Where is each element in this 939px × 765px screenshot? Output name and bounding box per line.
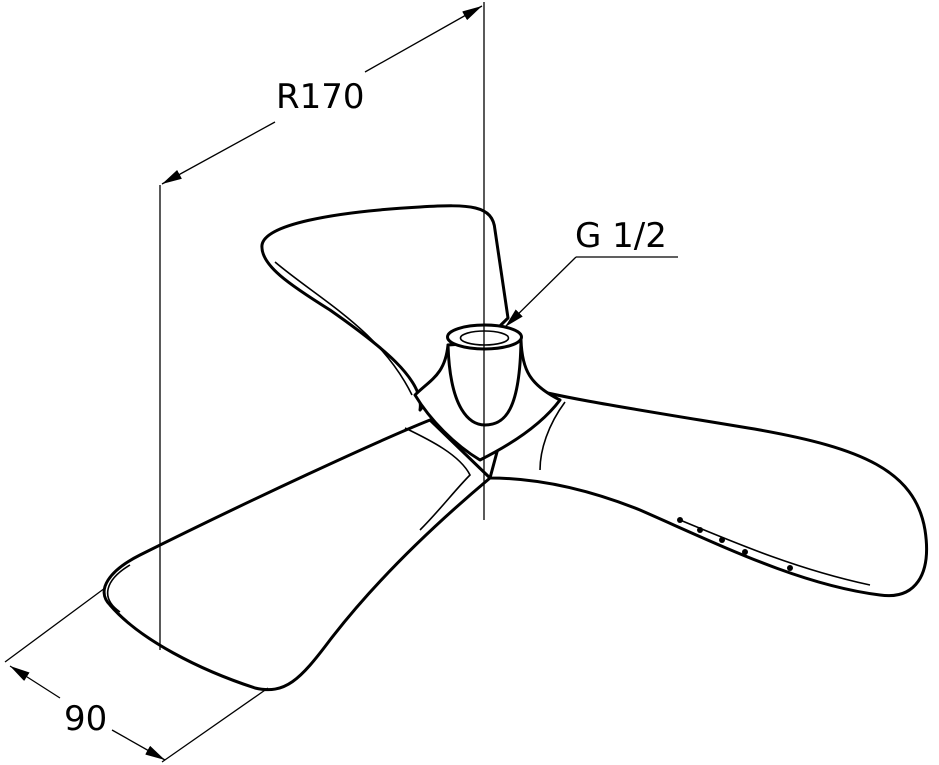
radius-dimension: R170 [159, 5, 483, 650]
arm-right [488, 383, 928, 598]
shower-head [102, 204, 928, 692]
arm-edge [106, 564, 131, 613]
thread-callout: G 1/2 [504, 216, 678, 328]
radius-label: R170 [276, 77, 365, 117]
width-dimension: 90 [4, 587, 269, 763]
arm-seam [404, 427, 471, 531]
arm-lower-left [102, 418, 492, 692]
nozzles [677, 517, 793, 571]
arm-seam [539, 401, 566, 471]
thread-label: G 1/2 [575, 216, 667, 256]
arm-edge [274, 261, 413, 396]
width-label: 90 [64, 699, 107, 739]
